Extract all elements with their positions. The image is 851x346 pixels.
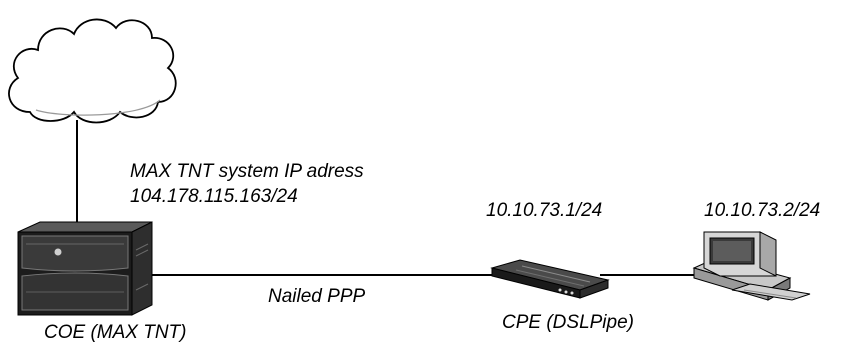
coe-ip-address: 104.178.115.163/24 (130, 186, 298, 207)
server-chassis-icon (17, 221, 153, 316)
link-label: Nailed PPP (268, 286, 365, 307)
cpe-name-label: CPE (DSLPipe) (502, 312, 634, 333)
coe-name-label: COE (MAX TNT) (44, 322, 187, 343)
desktop-computer-icon (692, 231, 811, 301)
cloud-icon (8, 18, 177, 124)
cpe-ip-address: 10.10.73.1/24 (486, 200, 602, 221)
dsl-modem-icon (490, 259, 610, 299)
pc-ip-address: 10.10.73.2/24 (704, 200, 820, 221)
coe-system-ip-label: MAX TNT system IP adress (130, 161, 364, 182)
